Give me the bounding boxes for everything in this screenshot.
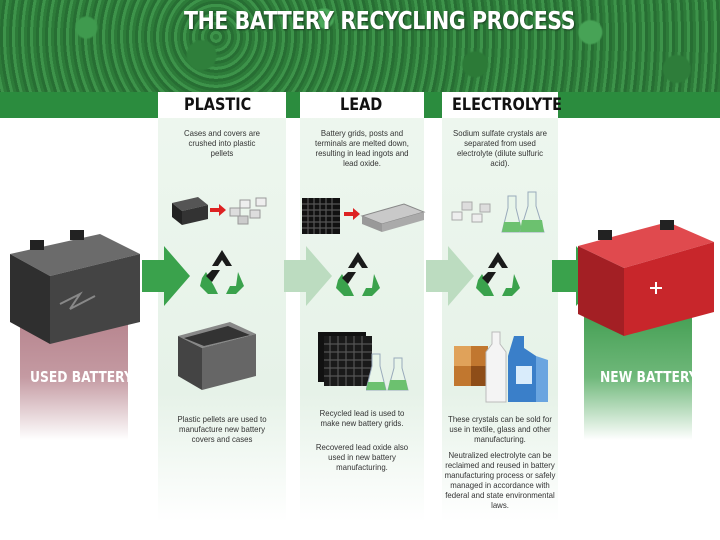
lead-title: LEAD [340, 95, 383, 115]
arrow-right-icon [142, 246, 190, 306]
beaker-icon [501, 191, 545, 233]
electrolyte-column: ELECTROLYTE Sodium sulfate crystals are … [442, 92, 562, 522]
electrolyte-bottom-text-2: Neutralized electrolyte can be reclaimed… [444, 450, 556, 510]
electrolyte-title: ELECTROLYTE [452, 95, 562, 115]
lead-grid-icon [302, 198, 340, 234]
battery-icon [10, 230, 140, 344]
lead-grid-icon [318, 332, 372, 386]
plastic-bottom-text: Plastic pellets are used to manufacture … [177, 414, 267, 444]
lead-top-text: Battery grids, posts and terminals are m… [315, 128, 409, 168]
battery-icon [578, 220, 714, 336]
new-battery-label: NEW BATTERY [600, 368, 698, 386]
electrolyte-top-text: Sodium sulfate crystals are separated fr… [453, 128, 547, 168]
plastic-column-header [158, 92, 286, 118]
plastic-column: PLASTIC Cases and covers are crushed int… [158, 92, 286, 522]
bottles-icon [454, 331, 548, 403]
battery-case-icon [178, 322, 256, 390]
battery-case-icon [172, 197, 208, 225]
arrow-right-icon [426, 246, 474, 306]
plastic-pellets-icon [229, 197, 267, 225]
recycle-icon [476, 252, 520, 296]
used-battery-label: USED BATTERY [30, 368, 133, 386]
crystals-icon [451, 201, 491, 223]
arrow-right-icon [210, 204, 226, 216]
arrow-right-icon [344, 208, 360, 220]
lead-bottom-text-2: Recovered lead oxide also used in new ba… [315, 442, 409, 472]
lead-ingots-icon [360, 203, 426, 232]
arrow-right-icon [284, 246, 332, 306]
beaker-icon [366, 353, 409, 391]
page-title: THE BATTERY RECYCLING PROCESS [184, 6, 576, 35]
electrolyte-bottom-text: These crystals can be sold for use in te… [448, 414, 552, 444]
lead-bottom-text: Recycled lead is used to make new batter… [319, 408, 405, 428]
plastic-title: PLASTIC [184, 95, 252, 115]
recycle-icon [336, 252, 380, 296]
lead-column: LEAD Battery grids, posts and terminals … [300, 92, 424, 522]
electrolyte-column-header [442, 92, 558, 118]
foliage-banner [0, 0, 720, 92]
lead-column-header [300, 92, 424, 118]
recycle-icon [200, 250, 244, 294]
plastic-top-text: Cases and covers are crushed into plasti… [183, 128, 261, 158]
